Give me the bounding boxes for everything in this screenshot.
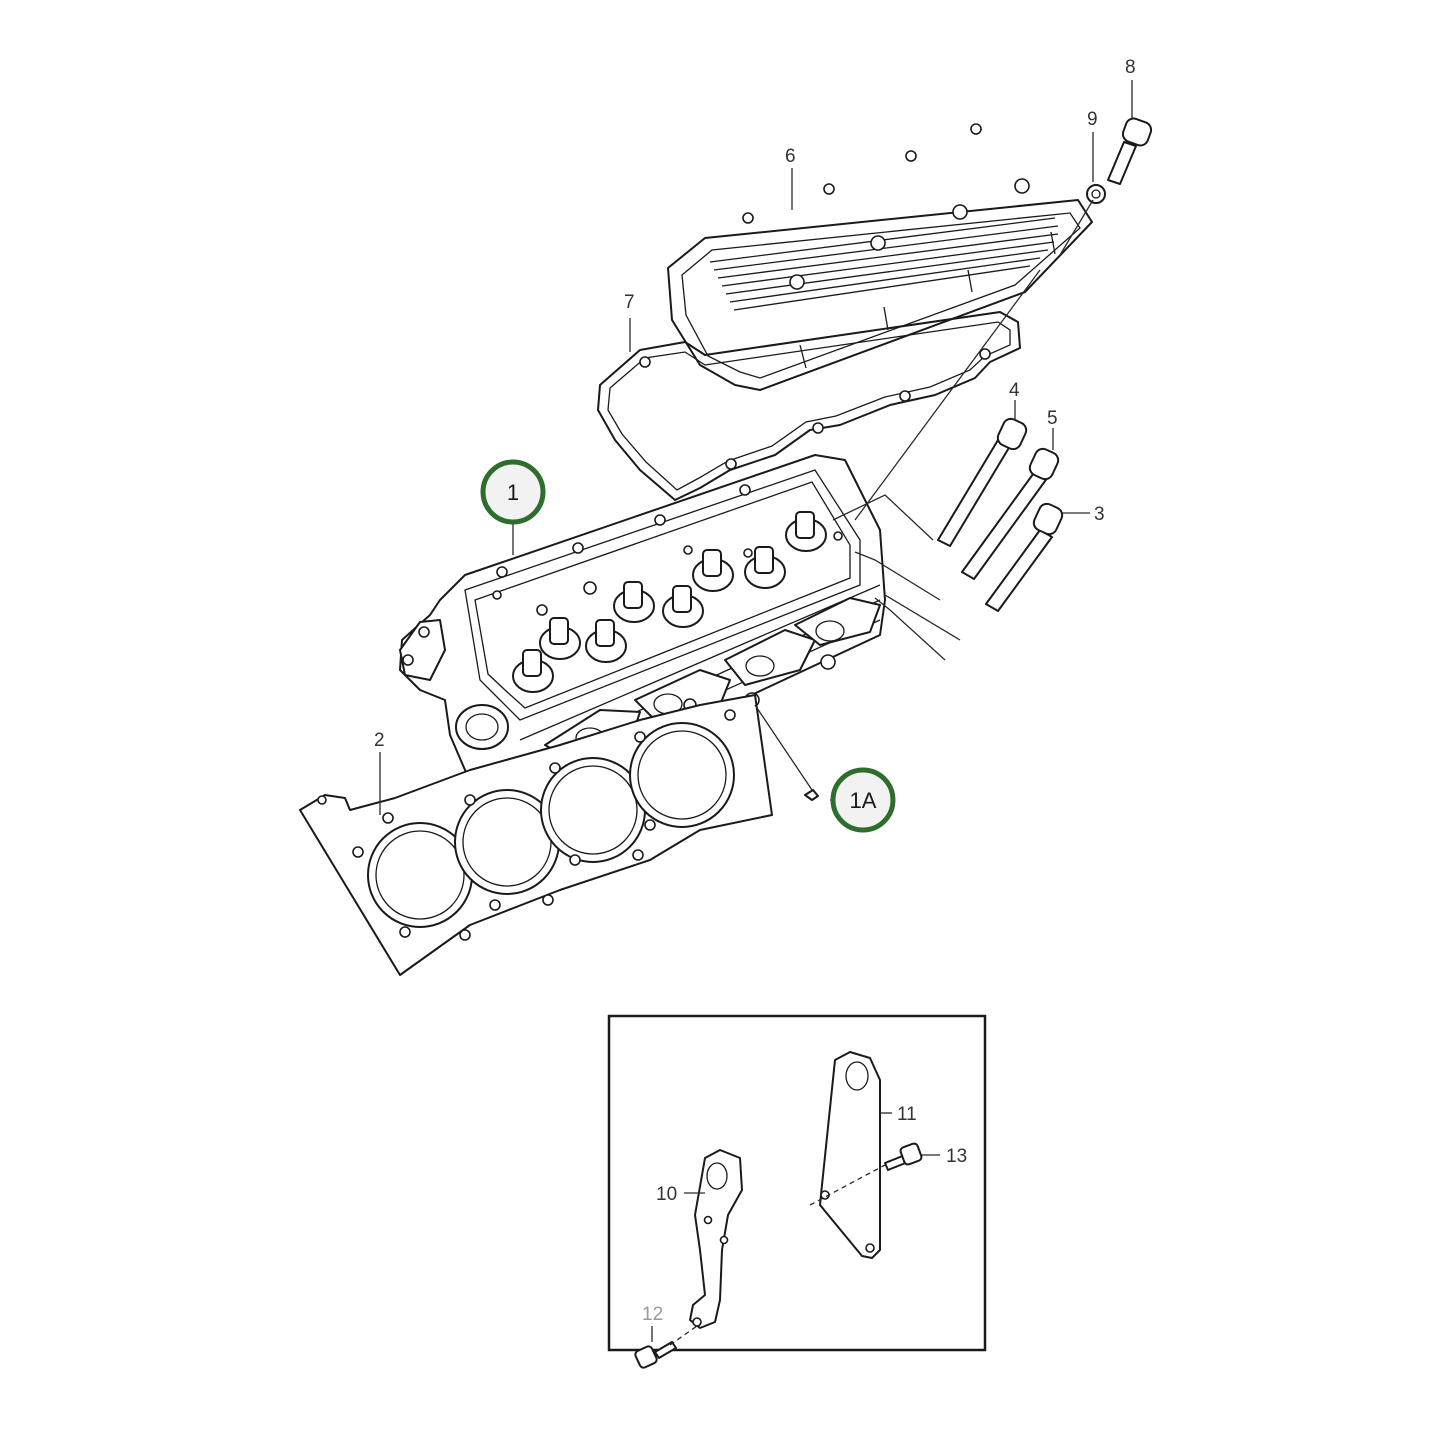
head-bolt-long	[937, 417, 1028, 547]
callout-4: 4	[1009, 380, 1020, 401]
callout-10: 10	[656, 1184, 677, 1205]
bracket-bolt-upper	[884, 1142, 923, 1171]
highlight-callout-1: 1	[480, 459, 546, 525]
valve-cover-bolt	[1107, 117, 1153, 185]
callout-1: 1	[507, 480, 519, 505]
callout-2: 2	[374, 730, 385, 751]
callout-labels: 8 9 6 7 4 5 3 2 11 13 10 12	[374, 57, 1136, 1325]
callout-6: 6	[785, 146, 796, 167]
valve-cover-gasket	[597, 311, 1021, 501]
inset-frame	[607, 1014, 987, 1352]
callout-5: 5	[1047, 408, 1058, 429]
callout-12: 12	[642, 1304, 663, 1325]
bracket-small	[689, 1149, 743, 1329]
callout-11: 11	[897, 1104, 917, 1125]
head-bolt-medium	[961, 447, 1060, 580]
callout-9: 9	[1087, 109, 1098, 130]
callout-13: 13	[946, 1146, 967, 1167]
valve-springs	[512, 511, 827, 693]
callout-8: 8	[1125, 57, 1136, 78]
inset-leader-lines	[651, 1112, 940, 1346]
grommet	[1086, 184, 1106, 204]
bracket-bolt-lower	[634, 1341, 677, 1369]
valve-cover	[667, 123, 1093, 391]
callout-3: 3	[1094, 504, 1105, 525]
head-gasket	[299, 694, 773, 976]
highlight-callout-1a: 1A	[830, 767, 896, 833]
bracket-large	[819, 1051, 881, 1259]
callout-7: 7	[624, 292, 635, 313]
callout-1a: 1A	[850, 788, 877, 813]
head-bolt-short	[985, 502, 1064, 612]
leader-lines	[379, 80, 1133, 815]
